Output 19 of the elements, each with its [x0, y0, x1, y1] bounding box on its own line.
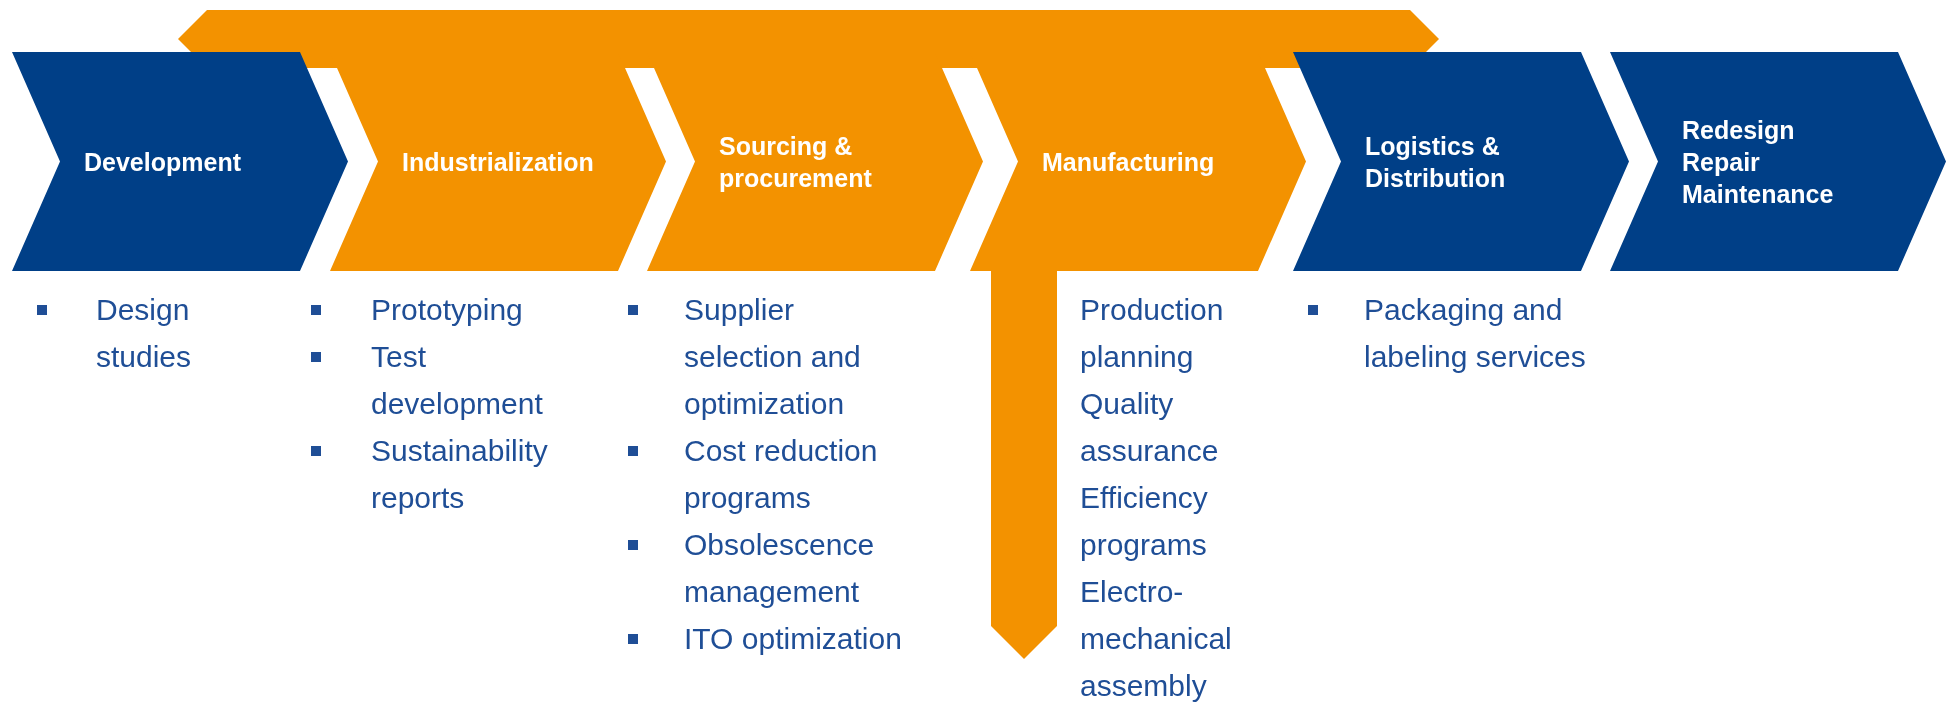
stage-heading: Industrialization	[402, 146, 595, 178]
list-item: Cost reduction programs	[684, 433, 879, 516]
list-item: Efficiency programs	[1080, 480, 1209, 563]
list-item: Production planning	[1080, 292, 1225, 375]
list-item: Sustainability reports	[371, 433, 549, 516]
list-item: Supplier selection and optimization	[684, 292, 862, 422]
stage-heading: Manufacturing	[1042, 146, 1216, 178]
list-item: Packaging and labeling services	[1364, 292, 1587, 375]
list-item: Design studies	[96, 292, 193, 375]
list-item: ITO optimization	[684, 621, 903, 657]
stage-heading: Logistics & Distribution	[1365, 130, 1507, 194]
list-item: Obsolescence management	[684, 527, 876, 610]
list-item: Test development	[371, 339, 544, 422]
list-item: Prototyping	[371, 292, 524, 328]
list-item: Quality assurance	[1080, 386, 1220, 469]
stage-heading: Sourcing & procurement	[719, 130, 873, 194]
list-item: Electro-mechanical assembly	[1080, 574, 1233, 703]
stage-heading: Redesign Repair Maintenance	[1682, 114, 1835, 210]
stage-heading: Development	[84, 146, 242, 178]
